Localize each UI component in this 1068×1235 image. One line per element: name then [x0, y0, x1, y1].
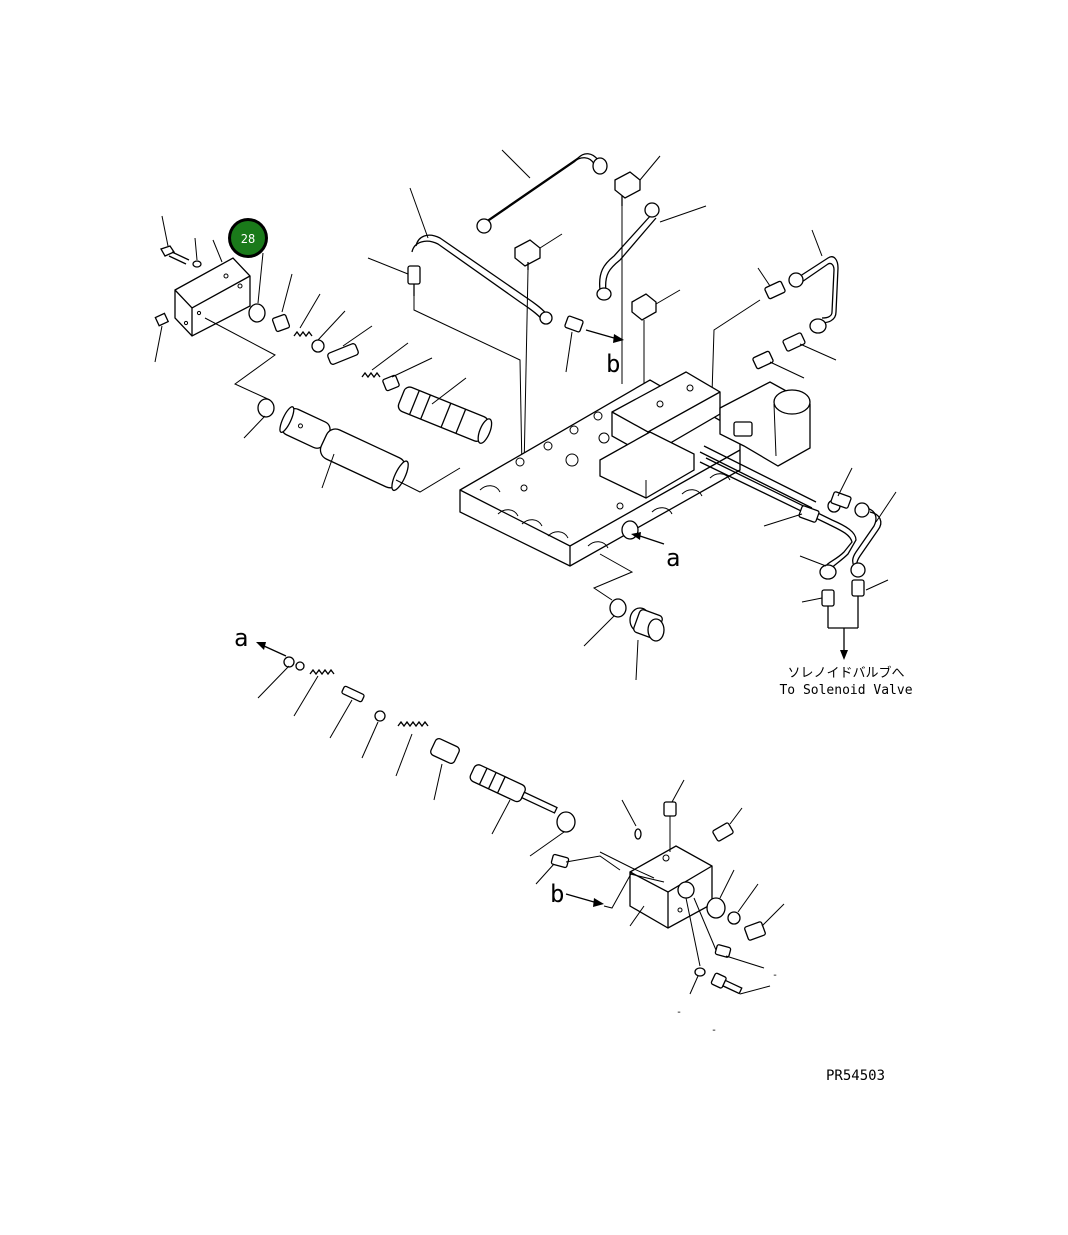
- tee-fitting-3: [631, 289, 681, 321]
- ref-a-upper: a: [666, 544, 680, 572]
- o-ring-4: [556, 811, 576, 833]
- sleeve: [279, 406, 409, 492]
- spool-parts: [271, 273, 493, 444]
- block-fittings: [621, 779, 785, 995]
- solenoid: [719, 381, 811, 467]
- o-ring-2: [257, 398, 275, 418]
- small-valve-block: [599, 845, 713, 929]
- piston: [430, 738, 460, 801]
- solenoid-label-en: To Solenoid Valve: [779, 683, 912, 698]
- cover-plate: [174, 239, 251, 337]
- solenoid-label-jp: ソレノイドバルブへ: [787, 665, 904, 681]
- dash-mark: -: [676, 1007, 682, 1018]
- ref-b-lower: b: [550, 880, 564, 908]
- lower-spool: [469, 764, 558, 835]
- lower-spool-assembly: [256, 642, 785, 995]
- ref-b-upper: b: [606, 350, 620, 378]
- dash-mark: -: [711, 1025, 717, 1036]
- callout-number: 28: [241, 232, 255, 246]
- right-tube: [689, 229, 839, 405]
- tube-fitting: [367, 257, 421, 296]
- tee-fitting: [614, 155, 661, 206]
- plug: [154, 312, 170, 363]
- pin: [329, 685, 365, 739]
- callout-28[interactable]: 28: [228, 218, 268, 258]
- figure-code: PR54503: [826, 1068, 885, 1084]
- callout-fill: [231, 221, 265, 255]
- washer: [192, 260, 202, 268]
- cover-bolt: [160, 215, 190, 265]
- dash-mark: -: [772, 970, 778, 981]
- plug-2: [629, 607, 665, 681]
- o-ring: [248, 303, 266, 323]
- solenoid-tubes: [699, 445, 897, 660]
- cover-plate-assembly: [154, 215, 493, 493]
- tee-fitting-2: [514, 233, 563, 270]
- valve-body: [459, 371, 811, 681]
- o-ring-3: [609, 598, 627, 618]
- ref-a-lower: a: [234, 624, 248, 652]
